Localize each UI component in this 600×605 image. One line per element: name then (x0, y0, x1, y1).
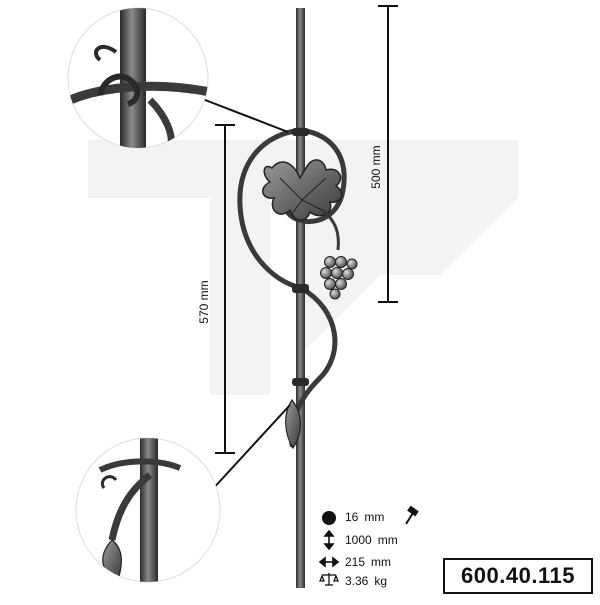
collar-middle (292, 284, 309, 293)
spec-height: 1000 mm (345, 533, 398, 547)
product-code: 600.40.115 (443, 558, 593, 594)
detail-leader-top (199, 97, 289, 133)
grape-cluster-icon (320, 256, 358, 300)
spec-height-unit: mm (377, 533, 398, 547)
small-leaf-icon (285, 398, 301, 450)
bar-diameter-icon (322, 511, 336, 525)
spec-width-value: 215 (345, 555, 366, 569)
dimension-570-label: 570 mm (197, 280, 211, 324)
scale-weight-icon (319, 573, 339, 586)
detail-circle-top (67, 7, 209, 149)
collar-top (292, 128, 309, 136)
grape-leaf-icon (262, 159, 343, 221)
dimension-570-line (215, 124, 235, 454)
collar-bottom (292, 378, 309, 386)
spec-height-value: 1000 (345, 533, 372, 547)
detail-circle-bottom (75, 437, 221, 583)
spec-width-unit: mm (371, 555, 392, 569)
dimension-500-label: 500 mm (369, 145, 383, 189)
width-arrow-icon (318, 556, 340, 568)
spec-diameter: 16 mm (345, 510, 384, 524)
main-bar (296, 8, 305, 588)
spec-diameter-unit: mm (364, 510, 385, 524)
spec-width: 215 mm (345, 555, 391, 569)
detail-leader-bottom (209, 404, 291, 493)
spec-diameter-value: 16 (345, 510, 359, 524)
spec-weight-unit: kg (374, 574, 388, 588)
height-arrow-icon (323, 529, 335, 551)
hammer-icon (405, 505, 419, 525)
dimension-500-line (378, 5, 398, 303)
spec-weight: 3.36 kg (345, 574, 387, 588)
spec-weight-value: 3.36 (345, 574, 369, 588)
